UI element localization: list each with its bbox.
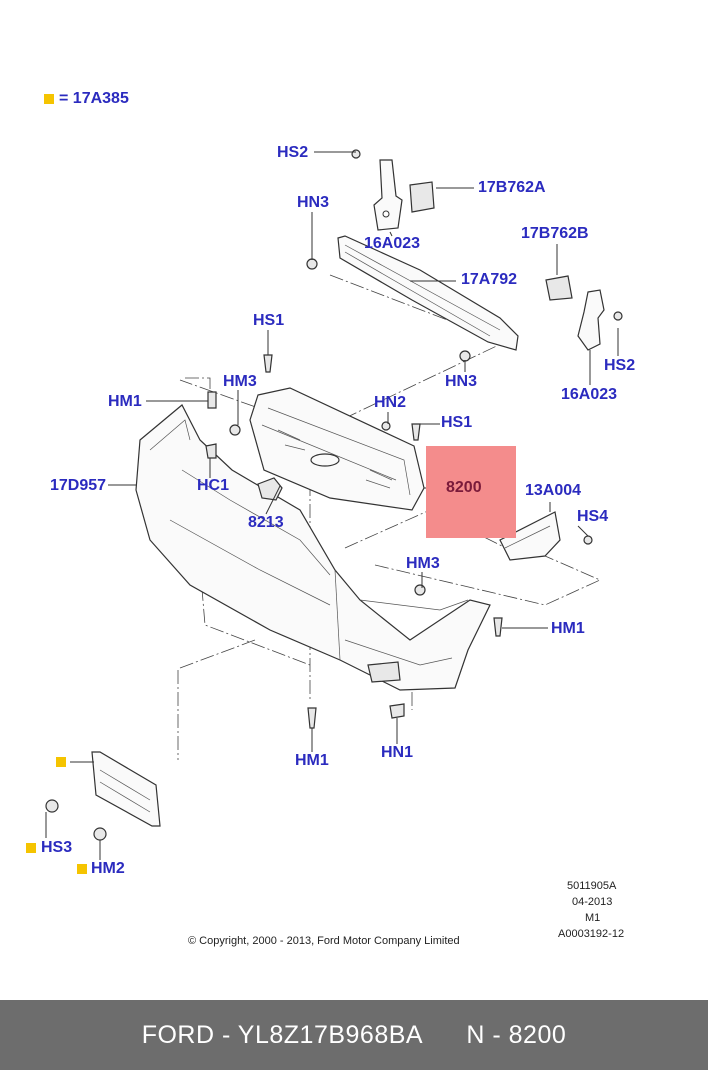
callout-8200: 8200 (446, 479, 482, 496)
legend-text: = 17A385 (59, 90, 129, 107)
meta-code: 5011905A (567, 880, 617, 892)
footer-part-text: FORD - YL8Z17B968BA N - 8200 (141, 1021, 567, 1049)
callout-17a792: 17A792 (461, 271, 518, 288)
support-13a004 (499, 511, 561, 561)
callout-hm1-right: HM1 (551, 620, 585, 637)
beam-17a792 (337, 235, 519, 351)
callout-hn1: HN1 (381, 744, 414, 761)
callout-hc1: HC1 (197, 477, 230, 494)
callout-hs2-right: HS2 (604, 357, 636, 374)
callout-hs1-top: HS1 (253, 312, 285, 329)
callout-17d957: 17D957 (50, 477, 107, 494)
callout-hm2: HM2 (91, 860, 125, 877)
callout-17b762b: 17B762B (521, 225, 589, 242)
grille-8200 (249, 387, 425, 511)
callout-hn2: HN2 (374, 394, 407, 411)
callout-hs1-right: HS1 (441, 414, 473, 431)
marker-plate-bracket (56, 757, 66, 767)
plate-bracket-17a385 (91, 751, 161, 827)
callout-16a023-top: 16A023 (364, 235, 421, 252)
callout-hm3-mid: HM3 (406, 555, 440, 572)
legend-swatch (44, 94, 54, 104)
highlight-8200 (426, 446, 516, 538)
callout-hs4: HS4 (577, 508, 609, 525)
meta-ref: A0003192-12 (558, 928, 625, 940)
callout-hn3-top: HN3 (297, 194, 330, 211)
callout-hs2-top: HS2 (277, 144, 309, 161)
parts-diagram (45, 149, 623, 860)
leader-lines (45, 151, 619, 860)
footer-bar: FORD - YL8Z17B968BA N - 8200 (0, 1000, 708, 1070)
callout-hm1-bottom: HM1 (295, 752, 329, 769)
meta-m1: M1 (585, 912, 601, 924)
callout-hn3-mid: HN3 (445, 373, 478, 390)
callout-hm1-left: HM1 (108, 393, 142, 410)
meta-date: 04-2013 (572, 896, 613, 908)
callout-16a023-right: 16A023 (561, 386, 618, 403)
marker-hm2 (77, 864, 87, 874)
bracket-16a023-right (545, 275, 605, 351)
callout-8213: 8213 (248, 514, 284, 531)
bumper-cover-17d957 (135, 404, 491, 691)
callout-17b762a: 17B762A (478, 179, 546, 196)
marker-hs3 (26, 843, 36, 853)
callout-hm3-top: HM3 (223, 373, 257, 390)
callout-hs3: HS3 (41, 839, 73, 856)
bracket-16a023-top (373, 159, 435, 231)
copyright: © Copyright, 2000 - 2013, Ford Motor Com… (188, 935, 460, 947)
callout-13a004: 13A004 (525, 482, 582, 499)
